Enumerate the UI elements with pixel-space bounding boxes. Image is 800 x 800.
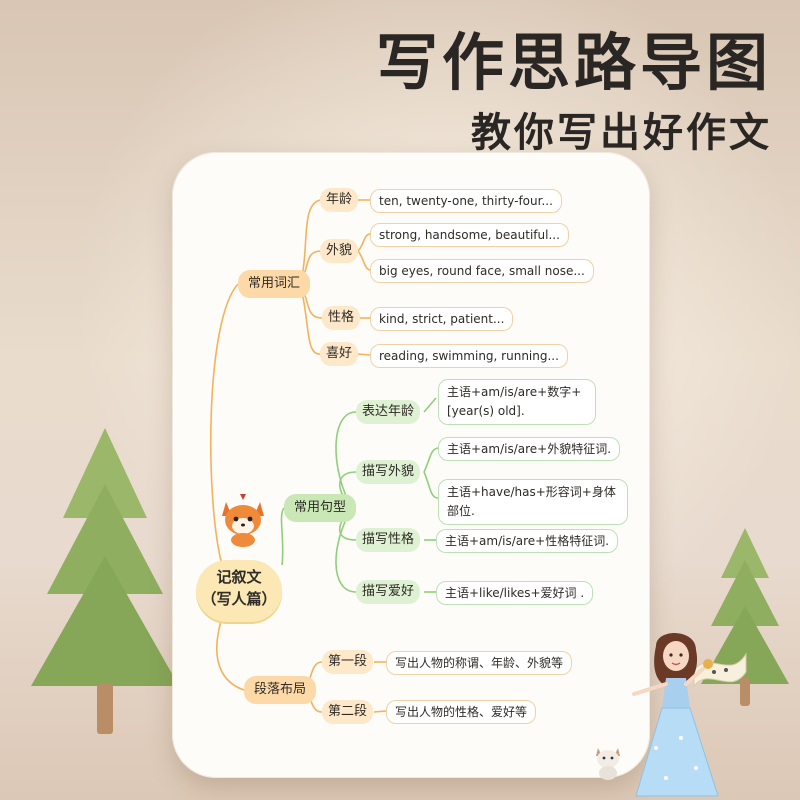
fox-mascot-illustration (222, 494, 264, 547)
layout-paragraph-2-example: 写出人物的性格、爱好等 (386, 700, 537, 724)
category-layout: 段落布局 (244, 676, 317, 704)
category-sentences: 常用句型 (284, 494, 357, 522)
vocab-age-example: ten, twenty-one, thirty-four... (370, 189, 562, 213)
layout-paragraph-1-example: 写出人物的称谓、年龄、外貌等 (386, 651, 573, 675)
category-vocab: 常用词汇 (238, 270, 311, 298)
page-subtitle: 教你写出好作文 (471, 110, 772, 156)
vocab-age: 年龄 (320, 188, 359, 212)
root-title: 记叙文 (216, 568, 262, 586)
root-subtitle: （写人篇） (201, 590, 277, 608)
mindmap-root: 记叙文 （写人篇） (196, 560, 282, 622)
sentence-age-example: 主语+am/is/are+数字+[year(s) old]. (438, 379, 596, 425)
vocab-hobby: 喜好 (320, 342, 359, 366)
sentence-age: 表达年龄 (356, 400, 421, 424)
page-heading: 写作思路导图 教你写出好作文 (376, 28, 772, 158)
sentence-hobby: 描写爱好 (356, 580, 421, 604)
sentence-personality-example: 主语+am/is/are+性格特征词. (436, 529, 619, 553)
vocab-appearance: 外貌 (320, 239, 359, 263)
sentence-hobby-example: 主语+like/likes+爱好词 . (436, 581, 594, 605)
sentence-personality: 描写性格 (356, 528, 421, 552)
layout-paragraph-2: 第二段 (322, 700, 374, 724)
page-title: 写作思路导图 (375, 26, 772, 99)
vocab-appearance-example-1: strong, handsome, beautiful... (370, 223, 569, 247)
vocab-personality: 性格 (322, 306, 361, 330)
tree-left-illustration (30, 428, 180, 734)
cat-illustration (596, 748, 620, 780)
sentence-appearance: 描写外貌 (356, 460, 421, 484)
vocab-appearance-example-2: big eyes, round face, small nose... (370, 259, 594, 283)
girl-character-illustration (632, 632, 719, 797)
layout-paragraph-1: 第一段 (322, 650, 374, 674)
vocab-hobby-example: reading, swimming, running... (370, 344, 568, 368)
sentence-appearance-example-1: 主语+am/is/are+外貌特征词. (438, 437, 621, 461)
sentence-appearance-example-2: 主语+have/has+形容词+身体部位. (438, 479, 628, 525)
vocab-personality-example: kind, strict, patient... (370, 307, 514, 331)
